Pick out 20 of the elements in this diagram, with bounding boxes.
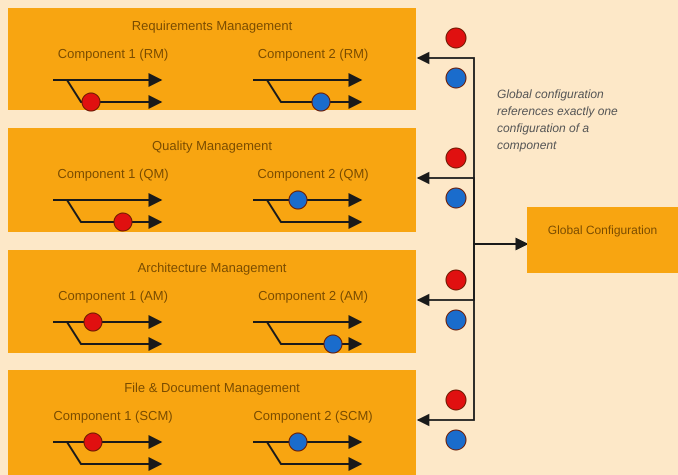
component-label: Component 1 (AM): [57, 288, 169, 303]
note-text: Global configuration references exactly one configuration of a component: [497, 86, 619, 154]
connector-arrow: [416, 238, 528, 426]
component-label: Component 1 (SCM): [52, 408, 174, 423]
component-label: Component 2 (AM): [257, 288, 369, 303]
area-box: [8, 128, 416, 232]
area-box: [8, 370, 416, 475]
component-label: Component 1 (RM): [56, 46, 170, 61]
area-title: Architecture Management: [136, 260, 288, 275]
area-title: Requirements Management: [130, 18, 294, 33]
area-box: [8, 250, 416, 353]
component-label: Component 2 (QM): [256, 166, 370, 181]
component-label: Component 1 (QM): [56, 166, 170, 181]
area-title: File & Document Management: [123, 380, 301, 395]
global-box: [527, 207, 678, 273]
component-label: Component 2 (SCM): [252, 408, 374, 423]
area-title: Quality Management: [151, 138, 273, 153]
box-title: Global Configuration: [546, 223, 658, 237]
component-label: Component 2 (RM): [256, 46, 370, 61]
area-box: [8, 8, 416, 110]
